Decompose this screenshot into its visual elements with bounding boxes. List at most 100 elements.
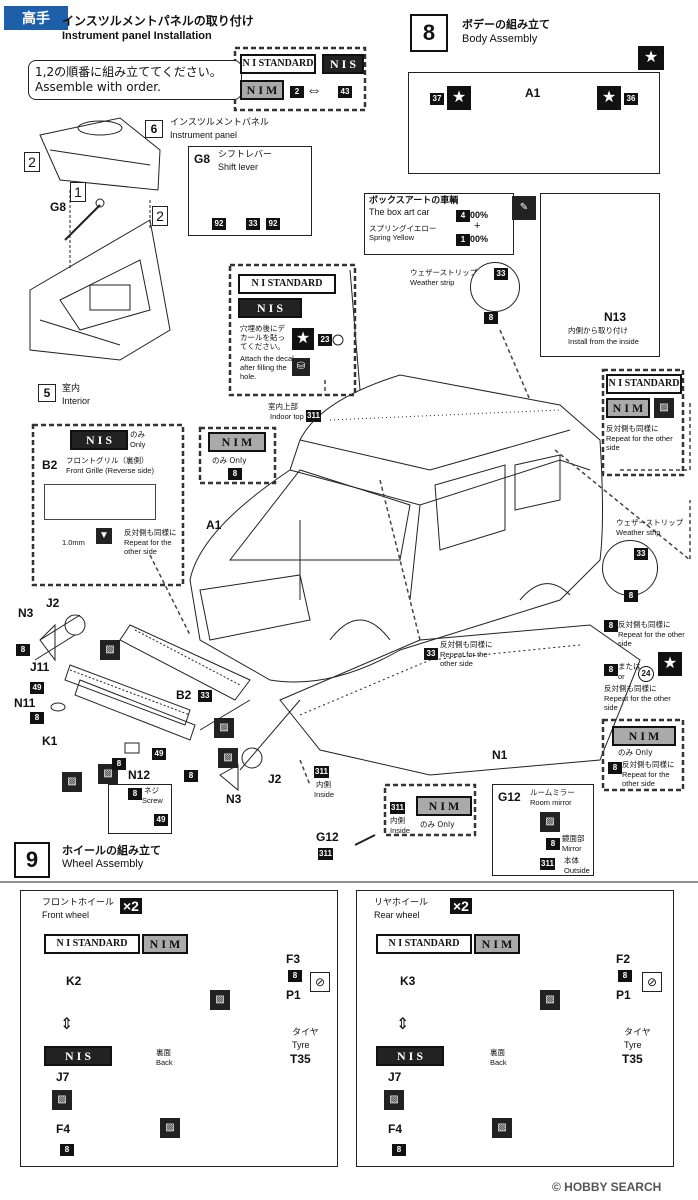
star-icon-right: ★ xyxy=(597,86,621,110)
decal-icon-b2: ▨ xyxy=(214,718,234,738)
nim-only-num: 8 xyxy=(228,468,242,480)
step8-number: 8 xyxy=(410,14,448,52)
or-word-jp: または xyxy=(618,662,641,671)
hole-note-en: Attach the decal after filling the hole. xyxy=(240,354,294,381)
right-repeat-en: Repeat for the other side xyxy=(606,434,673,452)
front-p-label: P1 xyxy=(286,988,301,1002)
part5-label-en: Interior xyxy=(62,396,91,406)
ws-right-top: 33 xyxy=(634,548,648,560)
ws-right-circle xyxy=(602,540,658,596)
decal-icon-mirror: ▨ xyxy=(540,812,560,832)
step8-title-jp: ボデーの組み立て xyxy=(462,18,550,31)
roof-num: 311 xyxy=(306,410,321,422)
g8-num-2: 33 xyxy=(246,218,260,230)
front-tyre-label: T35 xyxy=(290,1052,311,1066)
screw-en: Screw xyxy=(142,796,163,805)
or-word-en: or xyxy=(618,672,625,681)
color-from: 2 xyxy=(290,86,304,98)
front-variant-nim: N I M xyxy=(142,934,188,954)
boxart-pct-1: 00% xyxy=(470,210,489,220)
g12-bottom-num: 311 xyxy=(318,848,333,860)
ws-num-top: 33 xyxy=(494,268,508,280)
g8-label-jp: シフトレバー xyxy=(218,150,273,160)
right-repeat-jp: 反対側も同様に xyxy=(606,424,659,433)
g12-bottom-label: G12 xyxy=(316,830,339,844)
weatherstrip-en: Weather strip xyxy=(410,278,455,287)
boxart-plus: + xyxy=(474,220,481,232)
decal-icon-k1: ▨ xyxy=(62,772,82,792)
watermark-logo: 高手 xyxy=(4,6,68,30)
n1-label: N1 xyxy=(492,748,508,762)
hole-num: 23 xyxy=(318,334,332,346)
right-variant-nstd: N I STANDARD xyxy=(606,374,682,394)
rear-decal-back-icon: ▨ xyxy=(492,1118,512,1138)
step9-number: 9 xyxy=(14,842,50,878)
k1-label: K1 xyxy=(42,734,58,748)
part5-number: 5 xyxy=(38,384,56,402)
a1-label: A1 xyxy=(206,518,222,532)
n13-note-jp: 内側から取り付け xyxy=(568,326,628,335)
arrow-swap-icon: ⇔ xyxy=(306,82,322,99)
nis-only-en: Only xyxy=(130,440,146,449)
rear-cap-label: F2 xyxy=(616,952,631,966)
rear-tyre-jp: タイヤ xyxy=(624,1028,651,1038)
variant-nim-top: N I M xyxy=(240,80,284,100)
paint-brush-icon: ✎ xyxy=(512,196,536,220)
repeat8-jp: 反対側も同様に xyxy=(618,620,671,629)
or-repeat-jp: 反対側も同様に xyxy=(604,684,657,693)
n3-right: N3 xyxy=(226,792,242,806)
weatherstrip-jp: ウェザーストリップ xyxy=(410,268,478,277)
boxart-note: ボックスアートの車輌 The box art car スプリングイエロー Spr… xyxy=(364,193,514,255)
outside-num: 311 xyxy=(540,858,555,870)
hole-note-jp: 穴埋め後にデカールを貼ってください。 xyxy=(240,324,285,351)
j11-label: J11 xyxy=(30,660,50,674)
rear-j-label: J7 xyxy=(388,1070,402,1084)
drill-icon: ▼ xyxy=(96,528,112,544)
nis-only-badge: N I S xyxy=(70,430,128,450)
front-no-glue-icon: ⊘ xyxy=(310,972,330,992)
b2-label-en: Front Grille (Reverse side) xyxy=(66,466,154,475)
repeat33-jp: 反対側も同様に xyxy=(440,640,493,649)
n11-num: 49 xyxy=(30,682,44,694)
boxart-pct-2: 00% xyxy=(470,234,489,244)
n13-label: N13 xyxy=(604,310,627,324)
part6-label-en: Instrument panel xyxy=(170,130,238,140)
rear-variant-nis: N I S xyxy=(376,1046,444,1066)
rear-decal-cap-icon: ▨ xyxy=(540,990,560,1010)
or-num-2: 24 xyxy=(638,666,654,682)
star-num-right: 36 xyxy=(624,93,638,105)
front-variant-nis: N I S xyxy=(44,1046,112,1066)
rear-tyre-label: T35 xyxy=(622,1052,643,1066)
rear-back-jp: 裏面 xyxy=(490,1048,505,1057)
color-to: 43 xyxy=(338,86,352,98)
boxart-color-2: 1 xyxy=(456,234,470,246)
rear-back-en: Back xyxy=(490,1058,507,1067)
ws-right-jp: ウェザーストリップ xyxy=(616,518,684,527)
rear-f-num: 8 xyxy=(392,1144,406,1156)
or-repeat-en: Repeat for the other side xyxy=(604,694,671,712)
step8-title-en: Body Assembly xyxy=(462,33,538,45)
part5-label-jp: 室内 xyxy=(62,384,81,394)
outside-en: Outside xyxy=(564,866,590,875)
n12-label: N12 xyxy=(128,768,151,782)
decal-icon-n3: ▨ xyxy=(218,748,238,768)
repeat33-num: 33 xyxy=(424,648,438,660)
rear-k-label: K3 xyxy=(400,974,416,988)
front-swap-icon: ⇕ xyxy=(60,1016,74,1033)
n11-num8: 8 xyxy=(30,712,44,724)
inside-en: Inside xyxy=(314,790,335,799)
nim-right-en: Repeat for the other side xyxy=(622,770,670,788)
variant-nstd-top: N I STANDARD xyxy=(240,54,316,74)
b2-bottom-label: B2 xyxy=(176,688,192,702)
nis-only-jp: のみ xyxy=(130,430,145,439)
g8-label: G8 xyxy=(194,152,211,166)
rear-swap-icon: ⇕ xyxy=(396,1016,410,1033)
b2-repeat-en: Repeat for the other side xyxy=(124,538,172,556)
b2-bottom-num: 33 xyxy=(198,690,212,702)
drill-size: 1.0mm xyxy=(62,538,85,547)
front-decal-back-icon: ▨ xyxy=(160,1118,180,1138)
repeat8-en: Repeat for the other side xyxy=(618,630,685,648)
step9-title-en: Wheel Assembly xyxy=(62,858,144,870)
repeat33-en: Repeat for the other side xyxy=(440,650,488,668)
n12-num8: 8 xyxy=(112,758,126,770)
